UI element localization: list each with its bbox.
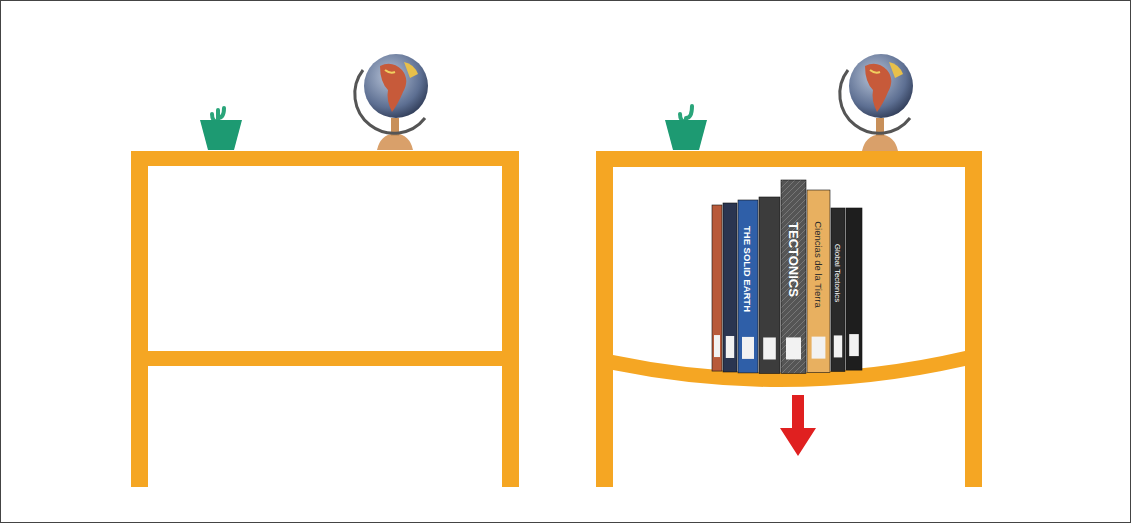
- books: [712, 180, 862, 373]
- spine-sticker: [834, 335, 842, 357]
- book: [712, 205, 722, 371]
- globe: [355, 54, 428, 150]
- cactus-pot: [200, 108, 242, 150]
- book: [738, 200, 758, 373]
- book-title: THE SOLID EARTH: [738, 206, 758, 333]
- book: [807, 190, 830, 373]
- spine-sticker: [714, 335, 720, 357]
- book: [831, 208, 845, 371]
- book: [781, 180, 806, 373]
- book: [759, 197, 780, 373]
- spine-sticker: [763, 337, 776, 359]
- book: [723, 203, 737, 372]
- spine-sticker: [786, 337, 801, 359]
- book-title: Global Tectonics: [831, 214, 845, 331]
- spine-sticker: [742, 337, 754, 359]
- right-table: [596, 151, 982, 487]
- book-title: Ciencias de la Tierra: [807, 196, 830, 333]
- spine-sticker: [849, 334, 859, 356]
- book: [846, 208, 862, 370]
- spine-sticker: [726, 336, 734, 358]
- down-arrow: [780, 395, 816, 456]
- globe: [840, 54, 913, 151]
- cactus-pot: [665, 106, 707, 150]
- book-title: TECTONICS: [781, 186, 806, 333]
- left-table: [131, 151, 519, 487]
- spine-sticker: [812, 337, 826, 359]
